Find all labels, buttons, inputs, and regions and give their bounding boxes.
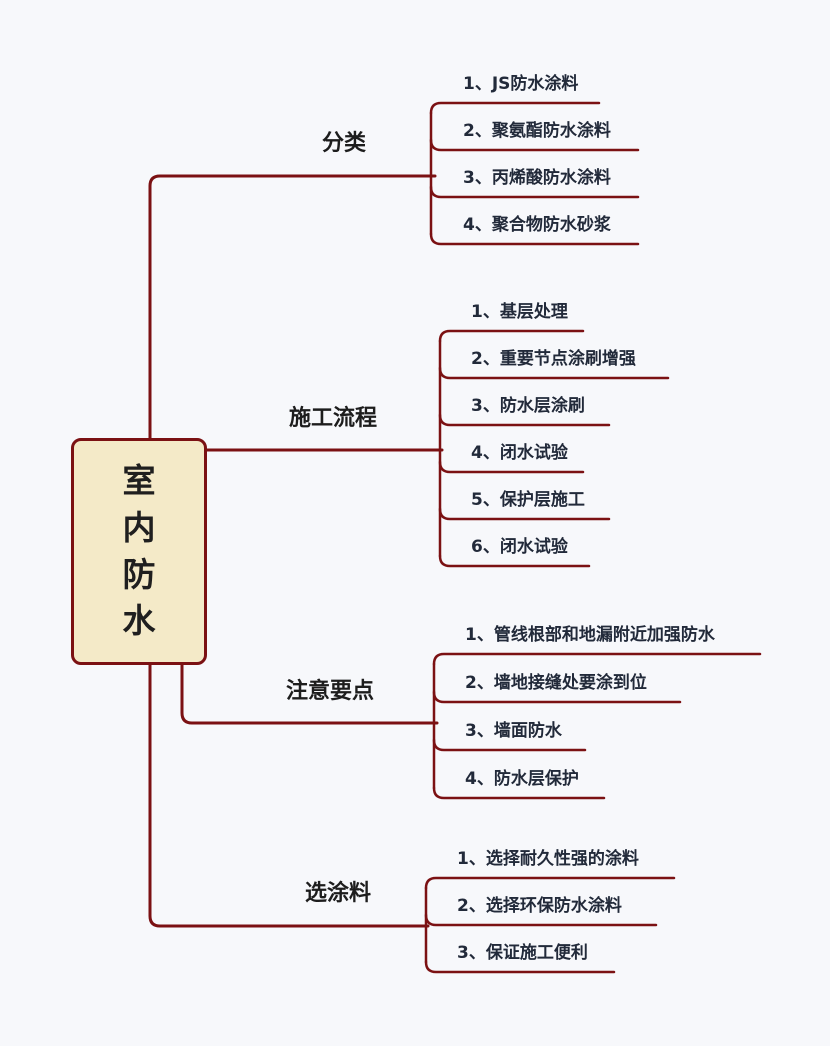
leaf-item[interactable]: 2、聚氨酯防水涂料 [463,121,611,141]
leaf-underline [438,329,585,343]
root-connector [148,174,278,440]
leaf-underline [438,366,670,380]
leaf-item[interactable]: 3、丙烯酸防水涂料 [463,168,611,188]
leaf-underline [432,690,682,704]
leaf-underline [432,652,762,666]
leaf-item[interactable]: 2、选择环保防水涂料 [457,896,622,916]
root-node[interactable]: 室内防水 [71,438,207,665]
leaf-item[interactable]: 1、选择耐久性强的涂料 [457,849,639,869]
leaf-underline [424,876,676,890]
leaf-underline [429,138,640,152]
leaf-underline [424,913,658,927]
leaf-item[interactable]: 4、闭水试验 [471,443,568,463]
leaf-item[interactable]: 6、闭水试验 [471,537,568,557]
leaf-item[interactable]: 2、墙地接缝处要涂到位 [465,673,647,693]
leaf-underline [424,960,616,974]
leaf-item[interactable]: 1、管线根部和地漏附近加强防水 [465,625,715,645]
leaf-underline [438,413,611,427]
leaf-item[interactable]: 4、聚合物防水砂浆 [463,215,611,235]
leaf-underline [429,101,601,115]
leaf-item[interactable]: 3、保证施工便利 [457,943,588,963]
leaf-underline [429,232,640,246]
leaf-item[interactable]: 5、保护层施工 [471,490,585,510]
leaf-underline [438,554,591,568]
branch-label[interactable]: 注意要点 [286,679,375,704]
branch-label[interactable]: 分类 [322,131,367,156]
leaf-underline [438,460,585,474]
leaf-item[interactable]: 1、基层处理 [471,302,568,322]
leaf-item[interactable]: 3、墙面防水 [465,721,562,741]
branch-label[interactable]: 选涂料 [305,881,372,906]
leaf-item[interactable]: 4、防水层保护 [465,769,579,789]
leaf-item[interactable]: 3、防水层涂刷 [471,396,585,416]
leaf-underline [438,507,611,521]
leaf-underline [432,738,587,752]
leaf-underline [429,185,640,199]
leaf-item[interactable]: 2、重要节点涂刷增强 [471,349,636,369]
root-connector [180,663,254,725]
root-connector [148,663,278,928]
branch-label[interactable]: 施工流程 [289,406,378,431]
leaf-item[interactable]: 1、JS防水涂料 [463,74,579,94]
root-label: 室内防水 [122,460,156,641]
leaf-underline [432,786,606,800]
